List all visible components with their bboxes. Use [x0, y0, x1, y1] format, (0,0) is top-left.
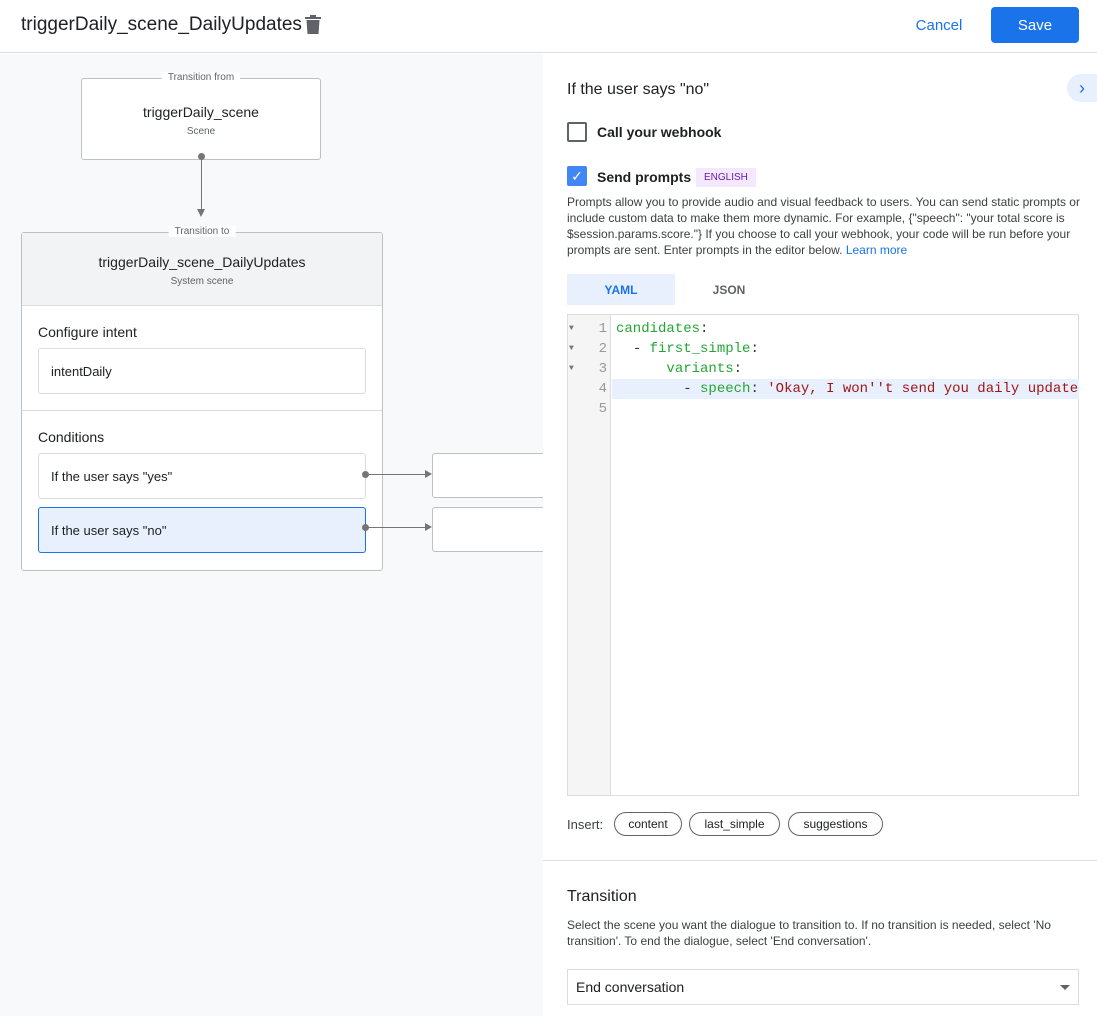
target-node-yes[interactable] [432, 453, 543, 498]
intent-heading: Configure intent [38, 324, 137, 340]
condition-no[interactable]: If the user says "no" [38, 507, 366, 553]
insert-content-chip[interactable]: content [614, 812, 682, 836]
transition-from-node[interactable]: Transition from triggerDaily_scene Scene [81, 72, 321, 160]
code-line[interactable]: - speech: 'Okay, I won''t send you daily… [612, 379, 1079, 399]
line-number: ▼1 [568, 319, 611, 339]
indent [616, 381, 683, 397]
learn-more-link[interactable]: Learn more [845, 243, 908, 257]
target-node-no[interactable] [432, 507, 543, 552]
line-num: 1 [598, 321, 607, 337]
intent-item[interactable]: intentDaily [38, 348, 366, 394]
connector-dot [362, 524, 369, 531]
indent [616, 341, 633, 357]
check-icon: ✓ [571, 167, 583, 184]
panel-title: If the user says "no" [567, 81, 710, 98]
conditions-heading: Conditions [38, 429, 105, 445]
transition-title: Transition [567, 888, 637, 905]
insert-label: Insert: [567, 817, 604, 832]
line-num: 4 [598, 381, 607, 397]
yaml-key: first_simple [649, 341, 751, 357]
line-number: 5 [568, 399, 611, 419]
node-type: System scene [170, 276, 234, 287]
tab-json[interactable]: JSON [712, 282, 746, 297]
separator: : [733, 361, 743, 377]
separator: : [750, 341, 759, 357]
separator: : [750, 381, 768, 397]
line-number: ▼2 [568, 339, 611, 359]
trash-icon[interactable] [305, 15, 321, 34]
fold-arrow-icon[interactable]: ▼ [569, 344, 574, 353]
arrow-down-icon [197, 209, 205, 217]
yaml-key: variants [666, 361, 734, 377]
connector-dot [198, 153, 205, 160]
save-button[interactable]: Save [991, 7, 1079, 43]
language-badge: ENGLISH [696, 168, 756, 187]
transition-description: Select the scene you want the dialogue t… [567, 918, 1051, 948]
yaml-key: speech [700, 381, 751, 397]
dash: - [683, 381, 701, 397]
webhook-label: Call your webhook [597, 124, 722, 140]
condition-yes[interactable]: If the user says "yes" [38, 453, 366, 499]
chevron-right-icon[interactable]: › [1067, 74, 1097, 102]
dropdown-arrow-icon [1060, 985, 1070, 990]
code-line[interactable]: - first_simple: [612, 339, 1079, 359]
connector-dot [362, 471, 369, 478]
yaml-key: candidates [616, 321, 701, 337]
connector-line [366, 474, 426, 475]
cancel-button[interactable]: Cancel [915, 16, 963, 34]
scene-canvas: Transition from triggerDaily_scene Scene… [0, 54, 543, 1016]
send-prompts-label: Send prompts [597, 169, 692, 185]
node-label: Transition from [161, 72, 241, 83]
fold-arrow-icon[interactable]: ▼ [569, 324, 574, 333]
node-title: triggerDaily_scene [143, 104, 259, 120]
code-line[interactable] [612, 399, 1079, 419]
page-title: triggerDaily_scene_DailyUpdates [21, 14, 302, 35]
connector-line [201, 158, 202, 210]
tab-yaml[interactable]: YAML [567, 274, 675, 305]
arrow-right-icon [425, 470, 432, 478]
line-number: 4 [568, 379, 611, 399]
line-num: 3 [598, 361, 607, 377]
prompts-description: Prompts allow you to provide audio and v… [567, 194, 1087, 258]
dash: - [632, 341, 650, 357]
connector-line [366, 527, 426, 528]
code-line[interactable]: candidates: [612, 319, 1079, 339]
description-text: Prompts allow you to provide audio and v… [567, 195, 1080, 257]
line-num: 5 [598, 401, 607, 417]
send-prompts-checkbox[interactable]: ✓ [567, 166, 587, 186]
line-num: 2 [598, 341, 607, 357]
transition-to-node: Transition to triggerDaily_scene_DailyUp… [21, 226, 383, 571]
arrow-right-icon [425, 523, 432, 531]
details-panel: If the user says "no" › Call your webhoo… [543, 54, 1097, 1016]
transition-select[interactable]: End conversation [567, 969, 1079, 1005]
yaml-value: 'Okay, I won''t send you daily updates.' [767, 381, 1079, 397]
transition-value: End conversation [576, 979, 685, 995]
line-gutter [568, 315, 611, 795]
divider [543, 860, 1097, 861]
code-line[interactable]: variants: [612, 359, 1079, 379]
node-type: Scene [186, 126, 216, 137]
top-bar: triggerDaily_scene_DailyUpdates Cancel S… [0, 0, 1097, 53]
node-title: triggerDaily_scene_DailyUpdates [98, 254, 306, 270]
insert-suggestions-chip[interactable]: suggestions [788, 812, 883, 836]
line-number: ▼3 [568, 359, 611, 379]
webhook-checkbox[interactable] [567, 122, 587, 142]
node-label: Transition to [168, 226, 236, 237]
fold-arrow-icon[interactable]: ▼ [569, 364, 574, 373]
separator: : [700, 321, 709, 337]
indent [616, 361, 666, 377]
insert-last-simple-chip[interactable]: last_simple [689, 812, 780, 836]
